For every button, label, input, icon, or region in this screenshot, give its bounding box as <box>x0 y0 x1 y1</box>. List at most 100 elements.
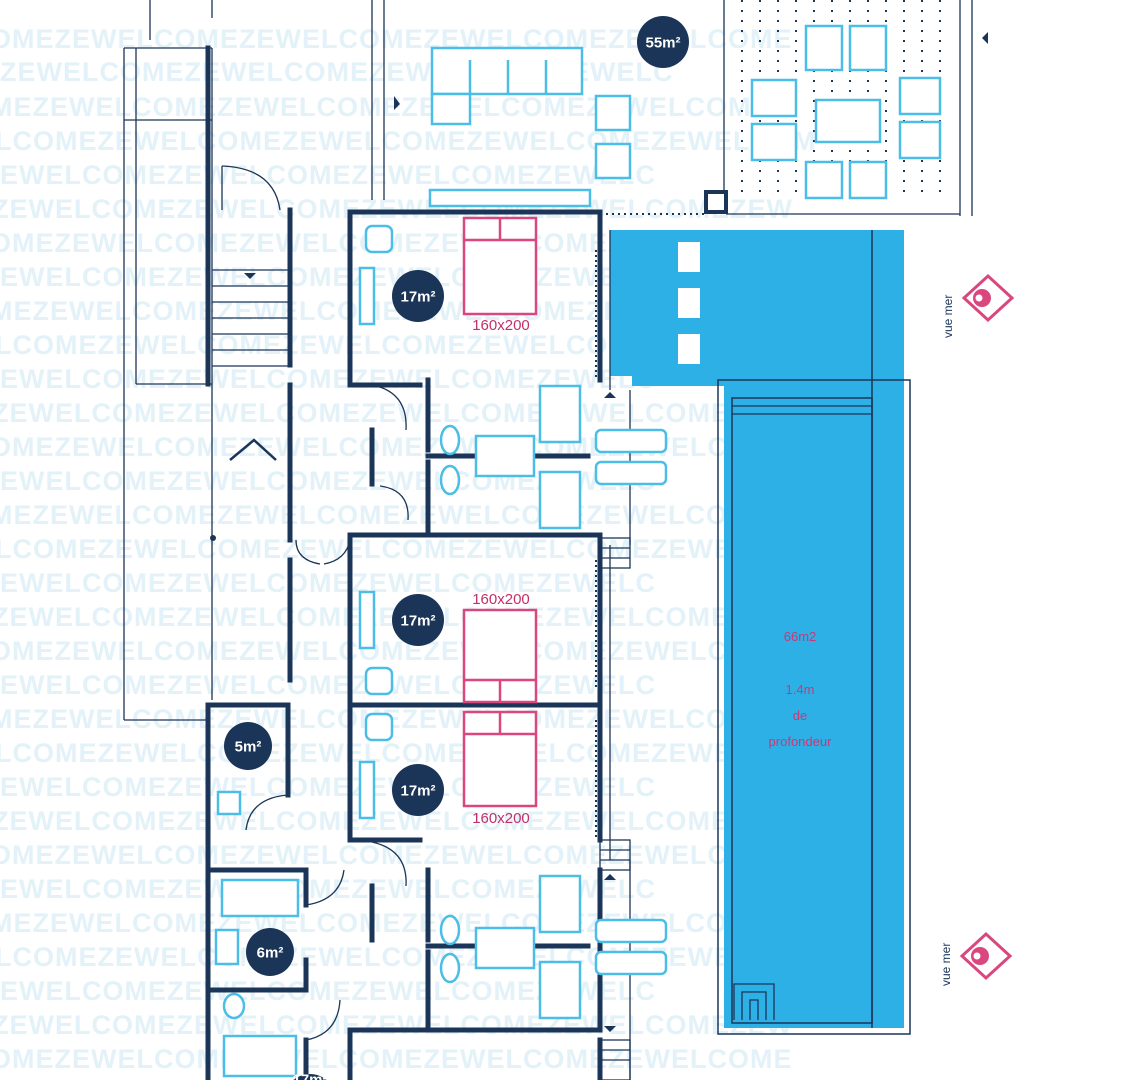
living-area-label: 55m² <box>645 35 680 52</box>
outdoor-dining-set <box>750 24 942 200</box>
dining-chair <box>898 76 942 116</box>
walls <box>205 45 603 1080</box>
vanity <box>474 926 536 970</box>
watermark-row: OMEZEWELCOMEZEWELCOMEZEWELCOMEZEWELCOME <box>0 636 792 666</box>
pool-depth-word: de <box>793 708 807 723</box>
toilet <box>222 992 246 1020</box>
area-badges: 55m² 17m² 17m² 17m² 5m² 6m² 17m² <box>224 16 689 1080</box>
dining-chair <box>750 122 798 162</box>
watermark-row: LCOMEZEWELCOMEZEWELCOMEZEWELCOMEZEWELCOM <box>0 534 816 564</box>
bed-3-size: 160x200 <box>472 810 530 827</box>
wardrobe <box>358 590 376 650</box>
toilet <box>439 914 461 946</box>
triangle-arrow-icon <box>604 392 616 398</box>
doors <box>245 384 409 1041</box>
triangle-arrow-icon <box>229 438 277 461</box>
staircase <box>123 0 290 721</box>
pool-tile <box>678 288 700 318</box>
pool-deck-outline <box>717 379 911 1035</box>
bed-1-size: 160x200 <box>472 317 530 334</box>
triangle-arrow-icon <box>604 874 616 880</box>
sofa-chaise <box>430 92 472 126</box>
bathroom-area-label: 6m² <box>257 945 284 962</box>
stair-door-arc <box>221 165 281 211</box>
vanity <box>474 434 536 478</box>
pool-corner-steps <box>733 983 775 1020</box>
dining-chair <box>750 78 798 118</box>
toilet <box>439 952 461 984</box>
dining-chair <box>898 120 942 160</box>
step <box>599 839 631 871</box>
dining-chair <box>804 24 844 72</box>
wardrobe <box>358 760 376 820</box>
lounge-chair <box>364 666 394 696</box>
bedroom-3-area-badge <box>392 764 444 816</box>
pool: 66m2 1.4m de profondeur <box>610 230 911 1035</box>
bedroom-1-area-badge <box>392 270 444 322</box>
door-arc <box>245 794 289 831</box>
lounge-chair <box>364 224 394 254</box>
pool-basin <box>610 230 904 1028</box>
bottom-room-area-badge <box>293 1074 327 1080</box>
sea-view-label: vue mer <box>941 295 955 338</box>
laundry-area-label: 5m² <box>235 739 262 756</box>
shower <box>538 384 582 444</box>
bedroom-1-area-label: 17m² <box>400 289 435 306</box>
sun-lounger <box>594 918 668 944</box>
watermark-row: EWELCOMEZEWELCOMEZEWELCOMEZEWELC <box>0 160 656 190</box>
watermark-row: OMEZEWELCOMEZEWELCOMEZEWELCOMEZEWELCOME <box>0 840 792 870</box>
triangle-arrow-icon <box>244 273 256 279</box>
triangle-arrow-icon <box>394 96 400 110</box>
watermark: OMEZEWELCOMEZEWELCOMEZEWELCOMEZEWELCOME … <box>0 24 816 1074</box>
bed-2-size: 160x200 <box>472 591 530 608</box>
eye-pupil <box>973 952 981 960</box>
beds <box>462 216 538 808</box>
shower <box>538 960 582 1020</box>
triangle-arrow-icon <box>604 1026 616 1032</box>
sea-view-top: vue mer <box>941 273 1015 338</box>
pool-depth-unit: profondeur <box>769 734 833 749</box>
watermark-row: LCOMEZEWELCOMEZEWELCOMEZEWELCOMEZEWELCOM <box>0 126 816 156</box>
door-arc <box>379 485 409 521</box>
sun-lounger <box>594 950 668 976</box>
armchair <box>594 94 632 132</box>
tv-unit <box>428 188 592 208</box>
shower <box>538 470 582 530</box>
shower <box>538 874 582 934</box>
lounge-chair <box>364 712 394 742</box>
bathtub <box>220 878 300 918</box>
sun-lounger <box>594 428 668 454</box>
armchair <box>594 142 632 180</box>
watermark-row: MEZEWELCOMEZEWELCOMEZEWELCOMEZEWELCOMEZ <box>0 704 788 734</box>
watermark-row: MEZEWELCOMEZEWELCOMEZEWELCOMEZEWELCOMEZ <box>0 92 788 122</box>
bedroom-3-area-label: 17m² <box>400 783 435 800</box>
dining-chair <box>848 160 888 200</box>
toilet <box>439 424 461 456</box>
dining-chair <box>848 24 888 72</box>
terrace-column <box>704 190 728 214</box>
living-furniture <box>428 46 632 208</box>
bottom-room-area-label: 17m² <box>292 1072 327 1080</box>
pool-depth-label: 1.4m <box>786 682 815 697</box>
sea-view-bottom: vue mer <box>939 931 1013 986</box>
dining-table <box>814 98 882 144</box>
watermark-row: ZEWELCOMEZEWELCOMEZEWELCOMEZEWELCOMEZEW <box>0 398 793 428</box>
watermark-row: ZEWELCOMEZEWELCOMEZEWELCOMEZEWELCOMEZEW <box>0 194 793 224</box>
watermark-row: MEZEWELCOMEZEWELCOMEZEWELCOMEZEWELCOMEZ <box>0 500 788 530</box>
door-arc <box>305 999 341 1041</box>
bedroom-furniture <box>214 224 668 1078</box>
watermark-row: EWELCOMEZEWELCOMEZEWELCOMEZEWELC <box>0 568 656 598</box>
bedroom-2-area-badge <box>392 594 444 646</box>
watermark-row: OMEZEWELCOMEZEWELCOMEZEWELCOMEZEWELCOME <box>0 432 792 462</box>
wardrobe <box>358 266 376 326</box>
bedroom-2-area-label: 17m² <box>400 613 435 630</box>
watermark-row: ZEWELCOMEZEWELCOMEZEWELCOMEZEWELCOMEZEW <box>0 806 793 836</box>
triangle-arrow-icon <box>982 32 988 44</box>
watermark-row: EWELCOMEZEWELCOMEZEWELCOMEZEWELC <box>0 262 656 292</box>
watermark-row: LCOMEZEWELCOMEZEWELCOMEZEWELCOMEZEWELCOM <box>0 738 816 768</box>
watermark-row: EWELCOMEZEWELCOMEZEWELCOMEZEWELC <box>0 772 656 802</box>
pool-area-label: 66m2 <box>784 629 817 644</box>
door-arc <box>371 384 407 431</box>
bed-2 <box>462 608 538 704</box>
pool-tile <box>678 242 700 272</box>
